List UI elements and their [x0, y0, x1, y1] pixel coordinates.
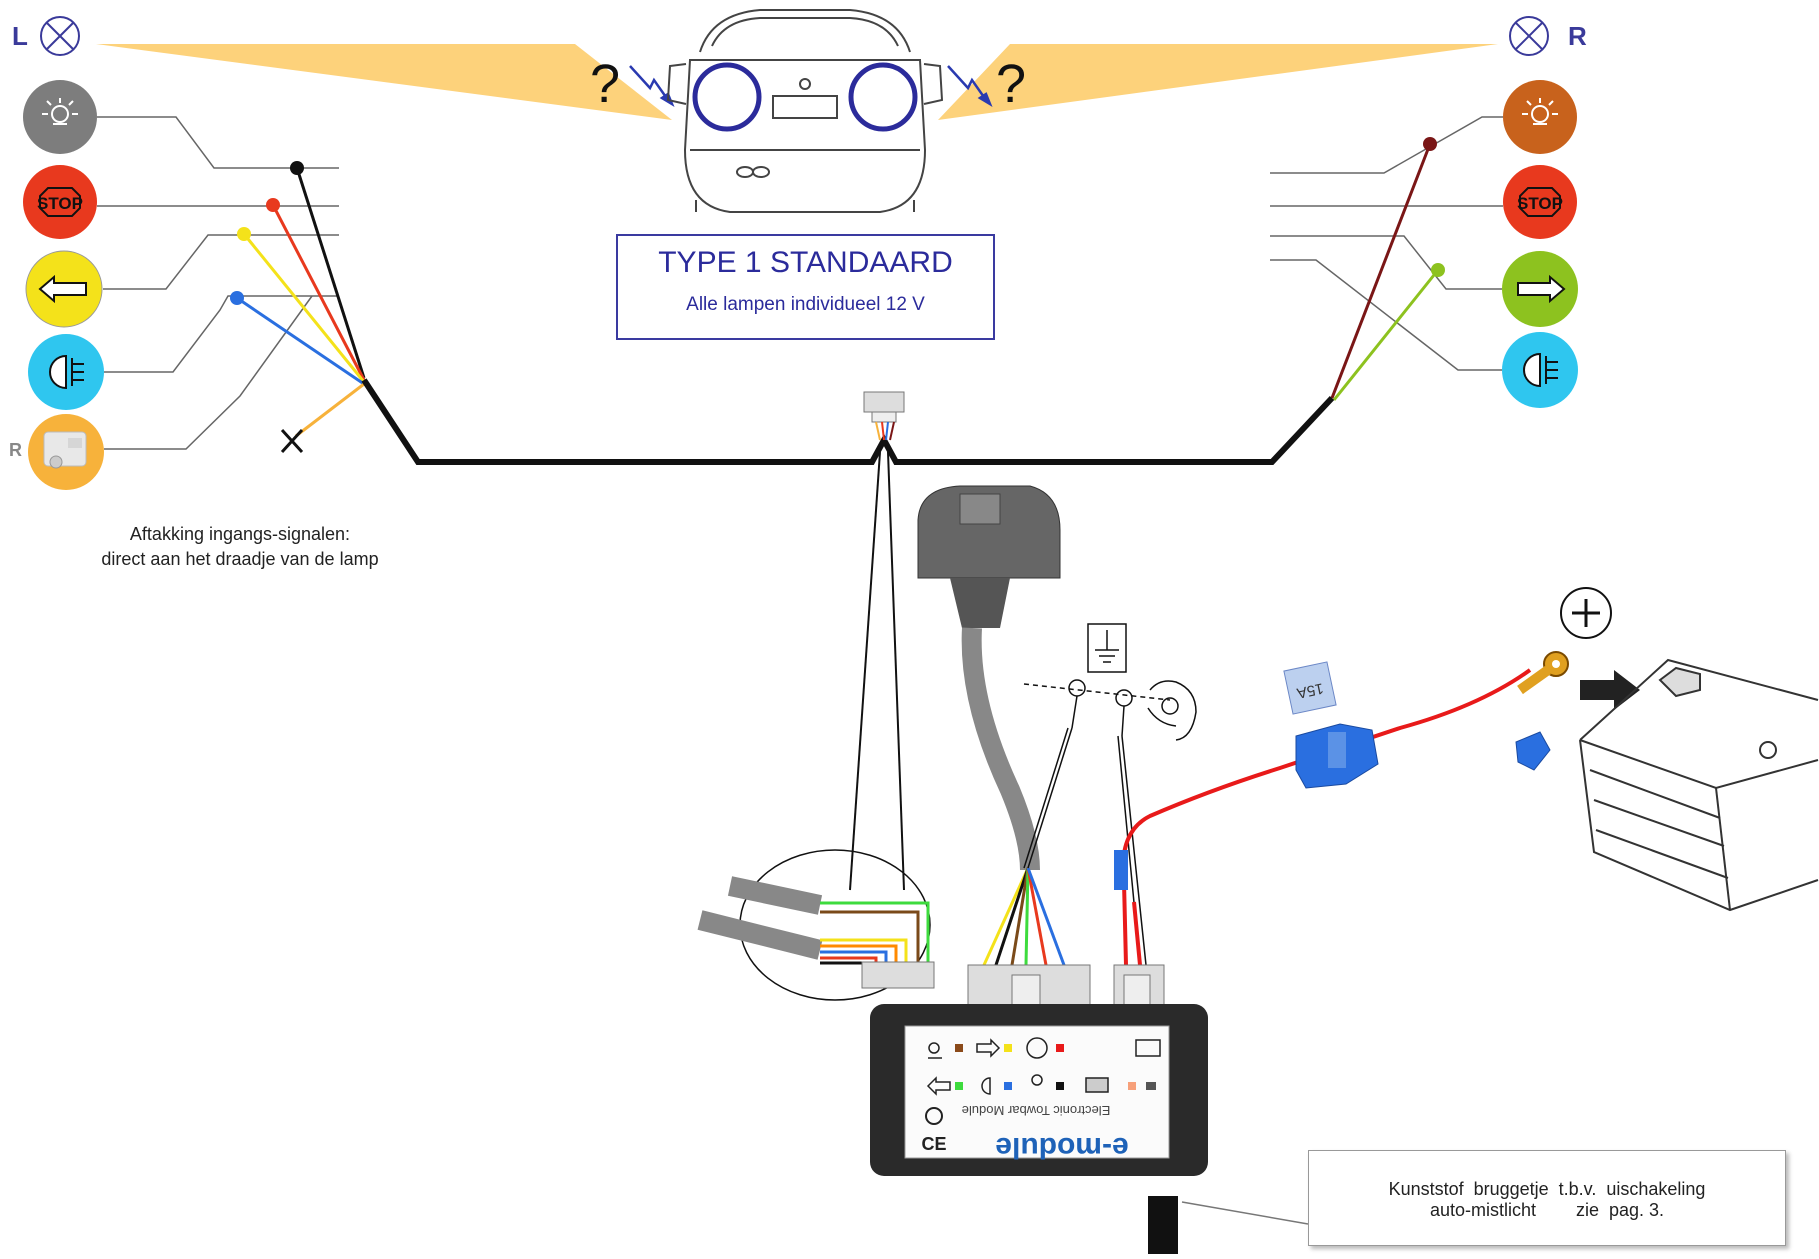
- ground-bolt-icon: [1147, 680, 1197, 741]
- callout-pointer: [1181, 1201, 1309, 1225]
- battery-plus-icon: [1560, 587, 1612, 639]
- module-symbol-row-2: [926, 1074, 1136, 1096]
- right-beam: [938, 44, 1498, 120]
- ground-icon: [1087, 623, 1127, 673]
- left-tail-lamp-icon: [23, 80, 97, 154]
- svg-text:CE: CE: [921, 1134, 946, 1154]
- left-stop-lamp-icon: [23, 165, 97, 239]
- left-tap-wires: [236, 167, 366, 438]
- left-question-mark: ?: [590, 54, 620, 114]
- right-question-mark: ?: [996, 54, 1026, 114]
- type-title: TYPE 1 STANDAARD: [658, 246, 953, 279]
- right-taillight-highlight: [848, 62, 918, 132]
- callout-line-2: auto-mistlicht zie pag. 3.: [1429, 1200, 1665, 1220]
- battery-ring-terminal-icon: [1517, 651, 1569, 695]
- battery-icon: [1579, 658, 1819, 912]
- callout-line-1: Kunststof bruggetje t.b.v. uischakeling: [1388, 1179, 1706, 1199]
- loom-cables: [697, 876, 935, 989]
- right-side-label: R: [1568, 21, 1587, 51]
- right-tail-lamp-icon: [1503, 80, 1577, 154]
- left-beam: [96, 44, 672, 120]
- reverse-small-label: R: [9, 440, 22, 460]
- left-tap-yellow: [237, 227, 251, 241]
- left-reverse-lamp-icon: [28, 414, 104, 490]
- left-taillight-highlight: [692, 62, 762, 132]
- zoom-line-right: [887, 451, 905, 891]
- left-lamp-leads: [97, 116, 339, 450]
- right-stop-lamp-icon: [1503, 165, 1577, 239]
- left-tap-blue: [230, 291, 244, 305]
- recycle-icon: [925, 1107, 943, 1125]
- car-rear-icon: [666, 9, 944, 213]
- blue-connector-icon: [1515, 731, 1551, 771]
- zoom-line-left: [849, 451, 881, 891]
- module-brand: e-module: [995, 1131, 1128, 1164]
- fuse-icon: [1283, 661, 1337, 715]
- left-fault-arrow-icon: [629, 65, 675, 107]
- tap-note: Aftakking ingangs-signalen: direct aan h…: [50, 522, 430, 572]
- fuse-holder-icon: [1295, 723, 1379, 789]
- left-tap-black: [290, 161, 304, 175]
- left-bulb-icon: [40, 16, 80, 56]
- e-module-unit: [870, 1004, 1208, 1176]
- right-stop-label: STOP: [1517, 194, 1563, 213]
- right-tap-wires: [1330, 143, 1440, 401]
- ground-eyelets: [1023, 679, 1147, 966]
- connect-arrow-icon: [1580, 670, 1640, 710]
- type-title-box: TYPE 1 STANDAARD Alle lampen individueel…: [616, 234, 995, 340]
- inline-splice-icon: [1114, 850, 1128, 890]
- plastic-bridge-plug: [1148, 1196, 1178, 1254]
- left-indicator-lamp-icon: [25, 250, 103, 328]
- right-fog-lamp-icon: [1502, 332, 1578, 408]
- tap-note-line-2: direct aan het draadje van de lamp: [101, 549, 379, 569]
- harness-connector-icon: [863, 391, 905, 441]
- module-subtitle: Electronic Towbar Module: [962, 1103, 1111, 1118]
- module-symbol-row-1: [928, 1037, 1161, 1059]
- right-tap-brown: [1423, 137, 1437, 151]
- towbar-socket-icon: [917, 485, 1061, 871]
- left-stop-label: STOP: [37, 194, 83, 213]
- unused-wire-cross-icon: [280, 428, 304, 454]
- battery-feed-wire: [1121, 668, 1532, 966]
- bridge-callout: Kunststof bruggetje t.b.v. uischakeling …: [1308, 1150, 1786, 1246]
- type-subtitle: Alle lampen individueel 12 V: [686, 294, 925, 315]
- ground-dashed-line: [1023, 683, 1171, 701]
- ce-mark-icon: CE: [921, 1134, 946, 1154]
- main-harness: [361, 378, 1335, 465]
- left-side-label: L: [12, 21, 28, 51]
- socket-wires: [982, 867, 1066, 966]
- fuse-label: 15A: [1295, 679, 1325, 701]
- right-tap-green: [1431, 263, 1445, 277]
- tap-note-line-1: Aftakking ingangs-signalen:: [129, 524, 351, 544]
- left-fog-lamp-icon: [28, 334, 104, 410]
- left-tap-red: [266, 198, 280, 212]
- right-fault-arrow-icon: [947, 65, 993, 107]
- right-indicator-lamp-icon: [1502, 251, 1578, 327]
- right-bulb-icon: [1509, 16, 1549, 56]
